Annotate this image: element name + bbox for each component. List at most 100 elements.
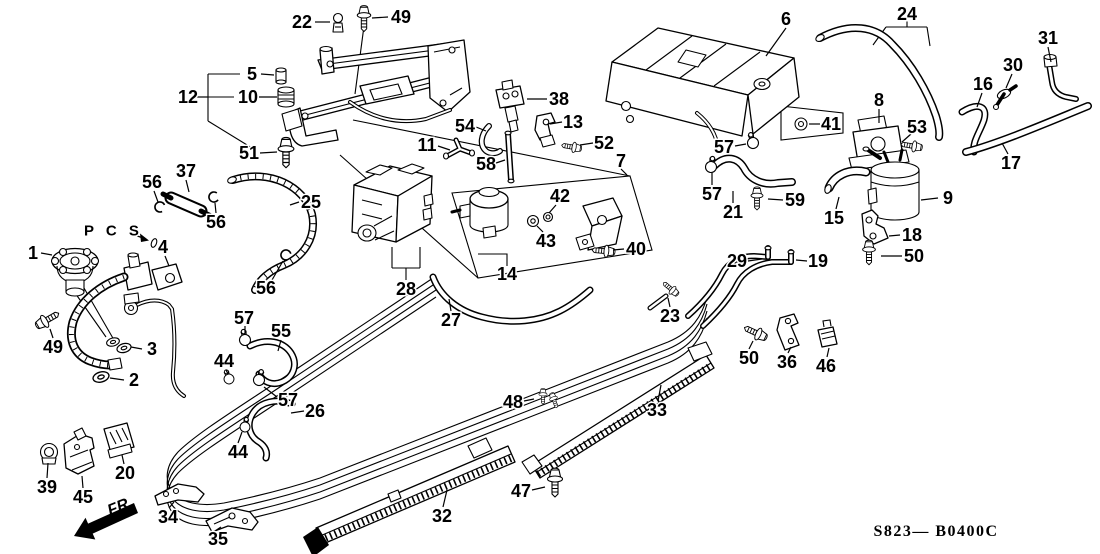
callout-label-57: 57 xyxy=(234,308,254,328)
callout-label-31: 31 xyxy=(1038,28,1058,48)
callout-label-44: 44 xyxy=(214,351,234,371)
callout-label-40: 40 xyxy=(626,239,646,259)
callout-label-1: 1 xyxy=(28,243,38,263)
leader-line-52 xyxy=(579,142,594,146)
leader-line-37 xyxy=(185,179,190,193)
leader-line-13 xyxy=(549,121,563,125)
callout-label-45: 45 xyxy=(73,487,93,507)
callout-label-22: 22 xyxy=(292,12,312,32)
callout-label-5: 5 xyxy=(247,64,257,84)
leader-line-23 xyxy=(667,297,671,308)
bracket-13-drawing xyxy=(534,112,556,148)
leader-line-59 xyxy=(767,198,784,201)
clip-46-drawing xyxy=(817,319,838,348)
callout-label-43: 43 xyxy=(536,231,556,251)
leader-line-34 xyxy=(168,501,175,509)
leader-lines-layer xyxy=(40,16,1052,532)
leader-line-35 xyxy=(214,526,222,532)
callout-label-8: 8 xyxy=(874,90,884,110)
leader-line-18 xyxy=(888,234,901,237)
bolt-49-lower-drawing xyxy=(32,306,63,333)
leader-line-57 xyxy=(734,143,747,147)
bracket-36-drawing xyxy=(776,313,800,351)
leader-line-40 xyxy=(612,248,625,251)
valve-8-drawing xyxy=(848,115,910,171)
callout-label-56: 56 xyxy=(142,172,162,192)
leader-line-46 xyxy=(826,347,830,358)
callout-label-4: 4 xyxy=(158,237,168,257)
bolt-59-drawing xyxy=(750,186,764,211)
callout-label-49: 49 xyxy=(43,337,63,357)
callout-label-33: 33 xyxy=(647,400,667,420)
callout-label-37: 37 xyxy=(176,161,196,181)
callout-label-9: 9 xyxy=(943,188,953,208)
leader-line-55 xyxy=(277,339,282,352)
pipe-fitting-23-drawing xyxy=(647,278,682,311)
bracket-35-drawing xyxy=(205,507,259,533)
leader-line-6 xyxy=(765,27,787,57)
hose-24-drawing xyxy=(815,28,940,137)
callout-label-23: 23 xyxy=(660,306,680,326)
pcs-label: P C S xyxy=(84,223,143,240)
callout-label-28: 28 xyxy=(396,279,416,299)
callout-label-29: 29 xyxy=(727,251,747,271)
hose-25-drawing xyxy=(227,176,313,290)
callout-label-13: 13 xyxy=(563,112,583,132)
leader-line-3 xyxy=(130,346,143,350)
callout-label-35: 35 xyxy=(208,529,228,549)
canister-drawing xyxy=(605,27,800,141)
callout-label-12: 12 xyxy=(178,87,198,107)
leader-line-2 xyxy=(109,377,125,381)
callout-label-41: 41 xyxy=(821,114,841,134)
mounting-stay-bracket-drawing xyxy=(281,39,471,147)
callout-label-57: 57 xyxy=(702,184,722,204)
callout-label-39: 39 xyxy=(37,477,57,497)
washer-2-drawing xyxy=(91,369,111,385)
leader-line-15 xyxy=(835,196,840,210)
leader-line-26 xyxy=(290,410,305,414)
leader-line-17 xyxy=(1001,142,1009,155)
callout-label-30: 30 xyxy=(1003,55,1023,75)
bracket-45-drawing xyxy=(63,427,95,475)
leader-line-56 xyxy=(271,260,284,281)
leader-line-49 xyxy=(49,328,54,339)
pcs-pointer xyxy=(128,232,158,248)
braided-hose-drawing xyxy=(71,277,124,371)
leader-line-31 xyxy=(1047,46,1052,63)
callout-label-25: 25 xyxy=(301,192,321,212)
callout-label-10: 10 xyxy=(238,87,258,107)
callout-label-16: 16 xyxy=(973,74,993,94)
callout-label-44: 44 xyxy=(228,442,248,462)
bracket-18-drawing xyxy=(861,209,889,245)
diagram-code: S823— B0400C xyxy=(873,523,998,540)
leader-line-32 xyxy=(442,489,448,508)
leader-line-29 xyxy=(747,258,763,262)
leader-line-7 xyxy=(620,168,628,176)
callout-label-18: 18 xyxy=(902,225,922,245)
bolt-49-top-drawing xyxy=(356,5,372,32)
leader-line-16 xyxy=(976,92,983,108)
grommet-5-drawing xyxy=(275,67,287,85)
leader-line-48 xyxy=(523,398,535,402)
fuel-filter-37-drawing xyxy=(160,191,214,219)
fitting-30-drawing xyxy=(992,84,1018,111)
callout-label-17: 17 xyxy=(1001,153,1021,173)
callout-label-26: 26 xyxy=(305,401,325,421)
leader-line-11 xyxy=(437,145,451,151)
callout-label-15: 15 xyxy=(824,208,844,228)
callout-label-32: 32 xyxy=(432,506,452,526)
callout-label-2: 2 xyxy=(129,370,139,390)
callout-label-3: 3 xyxy=(147,339,157,359)
callout-label-52: 52 xyxy=(594,133,614,153)
callout-label-53: 53 xyxy=(907,117,927,137)
leader-line-20 xyxy=(121,454,125,465)
leader-line-36 xyxy=(787,346,792,354)
leader-line-58 xyxy=(495,159,506,164)
callout-label-27: 27 xyxy=(441,310,461,330)
callout-label-54: 54 xyxy=(455,116,475,136)
callout-label-58: 58 xyxy=(476,154,496,174)
leader-line-19 xyxy=(795,259,808,262)
leader-line-49 xyxy=(371,16,389,19)
callout-label-34: 34 xyxy=(158,507,178,527)
